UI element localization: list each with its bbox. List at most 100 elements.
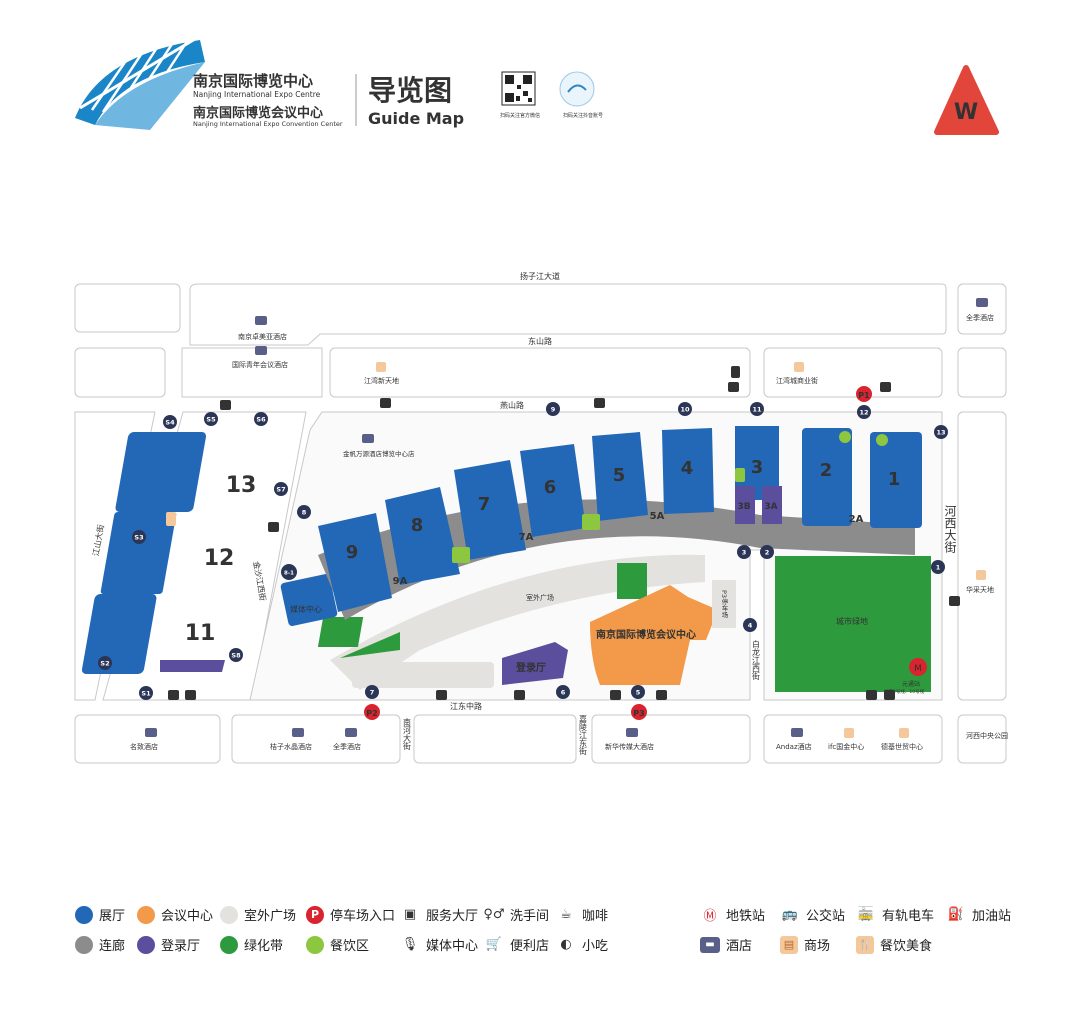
legend-swatch <box>306 935 324 954</box>
legend-item-20: 🍴餐饮美食 <box>856 935 932 954</box>
legend-label: 连廊 <box>99 939 126 954</box>
tram-icon: 🚋 <box>857 907 875 922</box>
gate-marker-s4[interactable] <box>163 415 177 429</box>
gate-marker-s6[interactable] <box>254 412 268 426</box>
bus-icon <box>268 522 279 532</box>
plaza-lower <box>352 662 494 688</box>
bus-icon <box>436 690 447 700</box>
gate-marker-6[interactable] <box>556 685 570 699</box>
hall-2a-label: 2A <box>849 514 864 525</box>
bus-icon <box>728 382 739 392</box>
gate-label-1: 1 <box>936 564 941 572</box>
gate-marker-8-1[interactable] <box>281 564 297 580</box>
gate-marker-13[interactable] <box>934 425 948 439</box>
hotel-icon <box>626 728 638 737</box>
tram-icon <box>884 690 895 700</box>
gate-marker-s8[interactable] <box>229 648 243 662</box>
gate-marker-s5[interactable] <box>204 412 218 426</box>
legend-item-10: 餐饮区 <box>306 935 369 954</box>
conference-center[interactable]: 南京国际博览会议中心 <box>590 585 718 685</box>
gate-marker-5[interactable] <box>631 685 645 699</box>
gate-label-12: 12 <box>859 409 868 417</box>
gate-marker-2[interactable] <box>760 545 774 559</box>
cart-icon: 🛒 <box>485 937 503 952</box>
snack-icon: ◐ <box>560 937 572 952</box>
gate-label-8: 8 <box>302 509 307 517</box>
conference-label: 南京国际博览会议中心 <box>596 628 696 641</box>
legend-label: 小吃 <box>582 939 609 954</box>
legend-item-16: 🚋有轨电车 <box>856 905 934 924</box>
restroom-icon: ♀♂ <box>483 907 505 922</box>
gate-marker-7[interactable] <box>365 685 379 699</box>
hall-2-label: 2 <box>820 460 833 481</box>
media-center[interactable]: 媒体中心 <box>280 573 338 626</box>
gate-marker-10[interactable] <box>678 402 692 416</box>
bus-icon <box>656 690 667 700</box>
bus-icon <box>594 398 605 408</box>
hall-5a-label: 5A <box>650 511 665 522</box>
gate-marker-s7[interactable] <box>274 482 288 496</box>
legend-item-2: 室外广场 <box>220 905 296 924</box>
parking-p2[interactable]: P2 <box>364 704 380 720</box>
gate-label-7: 7 <box>370 689 375 697</box>
hall-7a-label: 7A <box>519 532 534 543</box>
bus-icon <box>949 596 960 606</box>
registration-hall[interactable]: 登录厅 <box>502 642 568 685</box>
legend-label: 酒店 <box>726 939 753 954</box>
tram-icon <box>168 690 179 700</box>
poi-icons <box>145 298 988 738</box>
parking-p3[interactable]: P3 <box>631 704 647 720</box>
legend-item-1: 会议中心 <box>137 905 213 924</box>
city-park[interactable]: 城市绿地 <box>775 556 931 692</box>
gate-label-8-1: 8-1 <box>284 571 294 577</box>
org-name-en-1: Nanjing International Expo Centre <box>193 90 321 99</box>
bus-stops <box>168 366 960 700</box>
gate-label-11: 11 <box>752 406 762 414</box>
compass-w-icon: W <box>934 65 999 135</box>
gate-marker-s3[interactable] <box>132 530 146 544</box>
legend-item-8: 登录厅 <box>137 935 200 954</box>
metro-station-icon[interactable]: M <box>909 658 927 676</box>
legend-label: 咖啡 <box>582 909 609 924</box>
gate-marker-8[interactable] <box>297 505 311 519</box>
gate-label-5: 5 <box>636 689 641 697</box>
parking-p1[interactable]: P1 <box>856 386 872 402</box>
gate-marker-s2[interactable] <box>98 656 112 670</box>
gate-marker-4[interactable] <box>743 618 757 632</box>
gate-marker-s1[interactable] <box>139 686 153 700</box>
poi-hexi-park: 河西中央公园 <box>966 731 1008 740</box>
bus-icon <box>880 382 891 392</box>
gate-marker-11[interactable] <box>750 402 764 416</box>
legend-label: 会议中心 <box>161 909 214 924</box>
title-cn: 导览图 <box>368 74 452 107</box>
hall-11-label: 11 <box>185 621 216 646</box>
park-label: 城市绿地 <box>836 616 868 626</box>
qr-code-wechat[interactable] <box>501 71 536 106</box>
poi-hotel-youth: 国际青年会议酒店 <box>232 360 288 369</box>
outdoor-plaza <box>330 554 705 690</box>
hall-1-label: 1 <box>888 469 901 490</box>
gate-marker-9[interactable] <box>546 402 560 416</box>
metro-station-label: 元通站 <box>902 680 920 688</box>
gate-marker-1[interactable] <box>931 560 945 574</box>
legend-label: 绿化带 <box>244 939 284 954</box>
gate-label-s6: S6 <box>256 416 266 424</box>
logo-fan <box>75 34 205 130</box>
gate-marker-3[interactable] <box>737 545 751 559</box>
legend-item-17: ⛽加油站 <box>946 905 1011 924</box>
org-name-cn-2: 南京国际博览会议中心 <box>193 105 323 121</box>
poi-mingzhi: 名致酒店 <box>130 742 158 751</box>
green-belt-3 <box>617 563 647 599</box>
legend-label: 便利店 <box>510 939 550 954</box>
hotel-icon <box>255 316 267 325</box>
hotel-icon <box>362 434 374 443</box>
poi-jiangwan-new: 江湾新天地 <box>364 376 399 385</box>
briefcase-icon: ▣ <box>403 907 417 922</box>
microphone-icon: 🎙 <box>401 937 419 952</box>
hotel-icon <box>976 298 988 307</box>
qr-code-douyin[interactable] <box>559 71 595 107</box>
gate-marker-12[interactable] <box>857 405 871 419</box>
legend-label: 公交站 <box>806 909 846 924</box>
poi-huajin: 金帆万源酒店博览中心店 <box>343 449 415 458</box>
hotel-icon <box>145 728 157 737</box>
